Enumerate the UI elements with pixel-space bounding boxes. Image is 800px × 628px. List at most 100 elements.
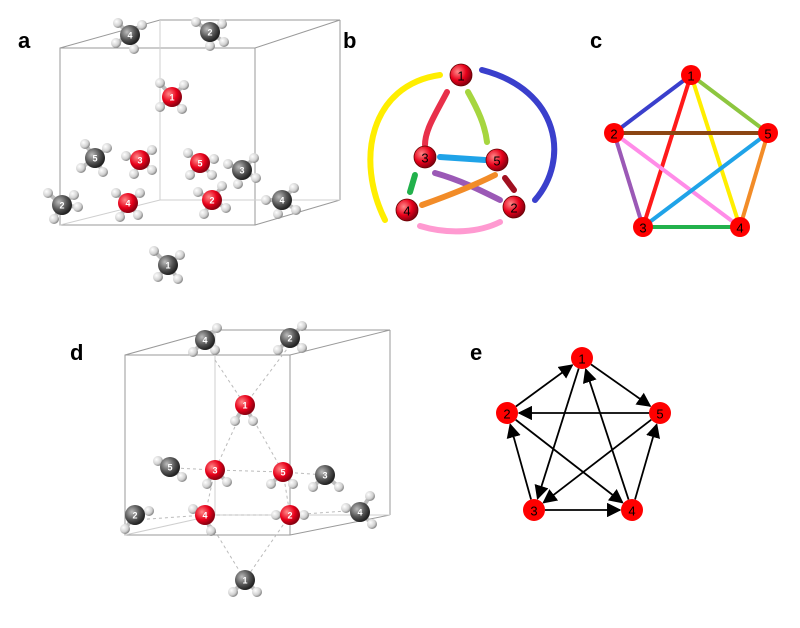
svg-text:3: 3: [137, 156, 142, 166]
panel-b-node-2: [502, 195, 526, 219]
svg-text:5: 5: [197, 159, 202, 169]
stroke-orange: [419, 172, 498, 208]
graph-c-node-2: [604, 123, 624, 143]
panel-label-d: d: [70, 340, 84, 365]
graph-e-node-label-1: 1: [578, 352, 585, 367]
svg-text:4: 4: [202, 336, 207, 346]
panel-a-methane-c-3: 3: [223, 153, 261, 189]
svg-text:5: 5: [92, 154, 97, 164]
panel-a-water-o-2: 2: [193, 181, 231, 219]
graph-e-edge-2-1: [515, 364, 574, 408]
panel-d-water-o-4: 4: [188, 504, 216, 536]
svg-text:2: 2: [59, 201, 64, 211]
svg-text:4: 4: [202, 511, 207, 521]
stroke-cyan: [437, 154, 488, 163]
panel-b-node-1: [449, 63, 473, 87]
panel-d-methane-c-1: 1: [228, 570, 262, 597]
graph-e-node-5: [649, 402, 671, 424]
graph-e-node-4: [621, 499, 643, 521]
panel-label-a: a: [18, 28, 31, 53]
graph-e-node-1: [571, 347, 593, 369]
panel-d-water-o-3: 3: [202, 460, 232, 489]
graph-c-node-label-1: 1: [687, 69, 694, 84]
panel-d-methane-c-4: 4: [188, 323, 222, 357]
panel-a-water-o-5: 5: [183, 148, 219, 180]
panel-d-hbond-11: [244, 514, 291, 581]
svg-text:2: 2: [209, 196, 214, 206]
panel-a-methane-c-2: 2: [43, 188, 83, 224]
svg-text:4: 4: [279, 196, 284, 206]
panel-a-water-o-4: 4: [111, 188, 145, 222]
graph-e-edge-4-1: [582, 368, 630, 500]
panel-b-node-4: [395, 198, 419, 222]
panel-a-methane-c-2: 2: [191, 17, 229, 51]
graph-c-node-label-2: 2: [610, 127, 617, 142]
graph-c-edge-1-3: [641, 74, 693, 228]
graph-c-node-4: [730, 217, 750, 237]
svg-text:4: 4: [357, 508, 362, 518]
svg-text:4: 4: [127, 31, 132, 41]
graph-c-edge-3-5: [641, 131, 770, 229]
panel-b-node-5: [485, 148, 509, 172]
panel-label-b: b: [343, 28, 357, 53]
stroke-red: [422, 89, 450, 148]
graph-c-node-3: [633, 217, 653, 237]
panel-d-methane-c-2: 2: [120, 505, 154, 534]
panel-a-methane-c-4: 4: [261, 183, 301, 219]
graph-c-node-label-5: 5: [764, 127, 771, 142]
stroke-yellow: [367, 72, 443, 223]
svg-text:4: 4: [125, 199, 130, 209]
panel-d-unit-cell: [124, 329, 391, 536]
panel-label-c: c: [590, 28, 603, 53]
graph-e-node-2: [496, 402, 518, 424]
graph-e-edge-3-2: [506, 423, 532, 500]
graph-e-edge-1-3: [534, 368, 580, 500]
panel-label-e: e: [470, 340, 483, 365]
panel-b-node-label-5: 5: [493, 154, 500, 169]
graph-c-node-label-4: 4: [736, 221, 743, 236]
svg-text:3: 3: [212, 466, 217, 476]
panel-d-molecules: 4 2 1 5 3 5 3 2 4 2 4 1: [120, 321, 377, 597]
svg-text:1: 1: [242, 576, 247, 586]
panel-d-methane-c-3: 3: [308, 465, 344, 492]
svg-text:2: 2: [287, 334, 292, 344]
panel-d-hbond-6: [214, 469, 284, 473]
panel-a-water-o-3: 3: [121, 145, 157, 179]
svg-text:5: 5: [167, 463, 172, 473]
panel-b-sketch: [367, 67, 558, 235]
graph-e-edge-4-5: [634, 423, 660, 500]
graph-e-node-label-4: 4: [628, 504, 635, 519]
graph-e-node-label-5: 5: [656, 407, 663, 422]
panel-d-methane-c-2: 2: [273, 321, 307, 355]
panel-a-methane-c-1: 1: [149, 246, 185, 284]
svg-text:1: 1: [169, 93, 174, 103]
svg-text:1: 1: [165, 261, 170, 271]
panel-c-graph: 1 2 3 4 5: [604, 65, 778, 237]
panel-d-water-o-5: 5: [266, 462, 298, 489]
svg-text:1: 1: [242, 401, 247, 411]
panel-b-node-label-2: 2: [510, 201, 517, 216]
stroke-pink: [417, 219, 503, 235]
panel-b-node-label-4: 4: [403, 204, 410, 219]
graph-e-node-3: [523, 499, 545, 521]
panel-d-water-o-1: 1: [230, 395, 258, 426]
panel-d-water-o-2: 2: [271, 505, 309, 525]
graph-c-node-label-3: 3: [639, 221, 646, 236]
svg-text:2: 2: [207, 28, 212, 38]
panel-d-hbond-1: [244, 344, 291, 406]
stroke-darkred: [502, 175, 517, 193]
panel-a-methane-c-4: 4: [111, 18, 147, 54]
stroke-green: [407, 172, 418, 195]
graph-e-node-label-3: 3: [530, 504, 537, 519]
svg-text:5: 5: [280, 468, 285, 478]
panel-b-node-label-1: 1: [457, 69, 464, 84]
panel-a-water-o-1: 1: [155, 78, 189, 114]
panel-d-methane-c-4: 4: [341, 491, 377, 529]
graph-c-edge-1-4: [689, 74, 742, 228]
panel-d-hbond-12: [174, 467, 216, 471]
graph-c-edge-1-2: [612, 73, 693, 135]
